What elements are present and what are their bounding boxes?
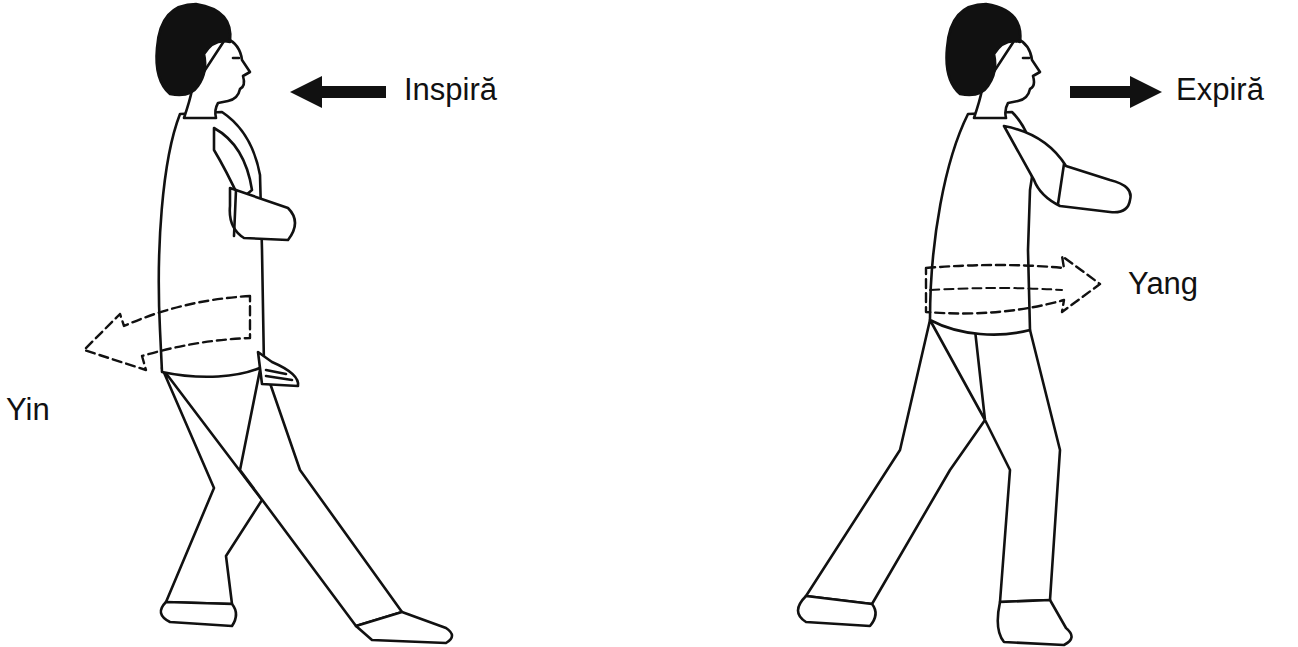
inhale-arrow — [290, 76, 386, 108]
right-figure — [798, 4, 1131, 645]
back-leg — [806, 320, 985, 604]
hand — [258, 352, 298, 386]
breath-label: Expiră — [1176, 72, 1264, 108]
eye — [233, 57, 239, 60]
crossed-arms — [230, 188, 295, 240]
exhale-arrow — [1070, 76, 1162, 108]
hair — [947, 4, 1021, 95]
back-foot — [161, 602, 236, 626]
front-leg — [975, 330, 1060, 602]
front-leg — [240, 360, 402, 626]
front-foot — [356, 612, 452, 643]
yang-arrow-seam — [930, 288, 1062, 290]
energy-label: Yin — [6, 392, 50, 428]
sleeve-edge — [234, 190, 236, 236]
back-foot — [798, 596, 876, 626]
eye — [1023, 57, 1029, 60]
fingers — [266, 370, 292, 380]
extended-arms — [1004, 126, 1131, 212]
breath-label: Inspiră — [404, 72, 497, 108]
front-foot — [998, 600, 1072, 645]
hair — [157, 4, 231, 95]
energy-label: Yang — [1128, 266, 1198, 302]
back-leg — [162, 368, 262, 604]
sleeve-edge — [1058, 164, 1064, 204]
yin-rotation-arrow — [84, 296, 250, 370]
yang-rotation-arrow — [926, 256, 1100, 314]
left-figure — [84, 4, 452, 643]
